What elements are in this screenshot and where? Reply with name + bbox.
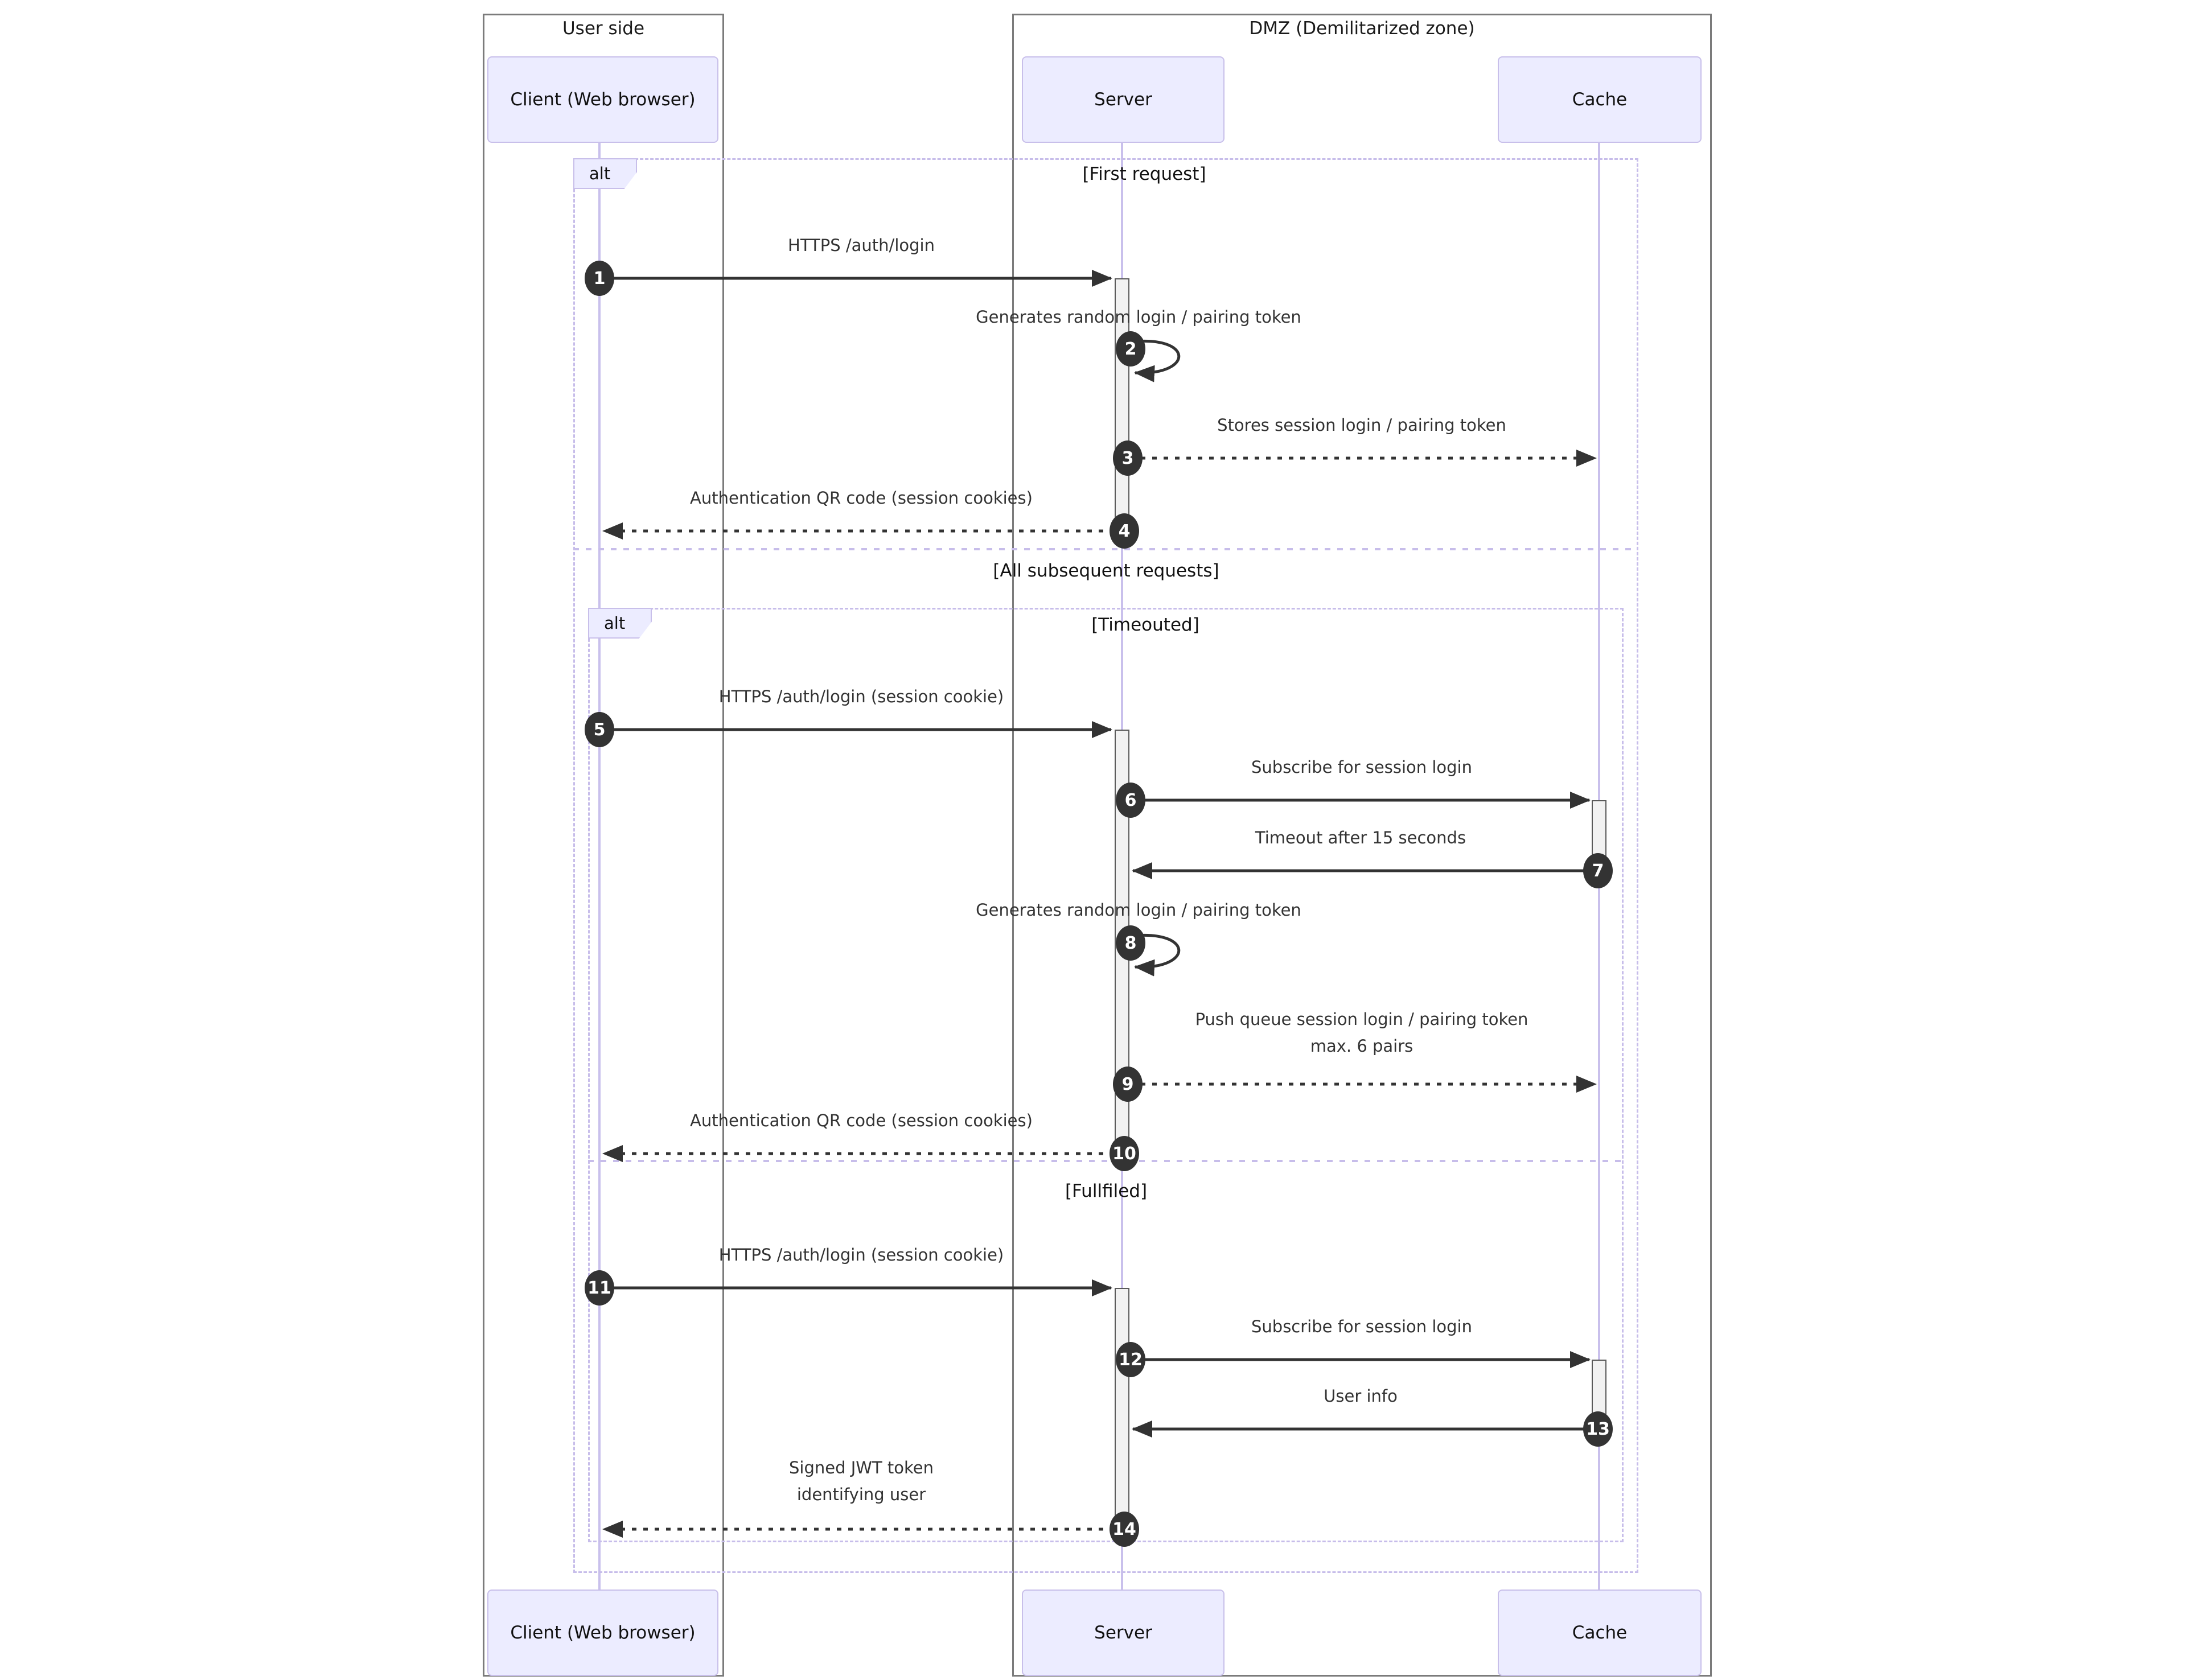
message-8-self-arrow — [1129, 934, 1181, 977]
message-4-badge: 4 — [1110, 513, 1139, 549]
message-3-label: Stores session login / pairing token — [1217, 415, 1506, 435]
message-9-badge: 9 — [1113, 1067, 1143, 1102]
message-5-badge: 5 — [585, 712, 614, 747]
message-12-badge: 12 — [1116, 1342, 1145, 1377]
message-6-label: Subscribe for session login — [1251, 757, 1473, 777]
alt-inner-divider — [588, 1160, 1624, 1162]
message-8-badge: 8 — [1116, 925, 1145, 961]
condition-timeouted: [Timeouted] — [1091, 615, 1199, 635]
group-user-side-title: User side — [562, 18, 645, 39]
message-2-self-arrow — [1129, 340, 1181, 382]
message-6-badge: 6 — [1116, 783, 1145, 818]
server-activation-3 — [1115, 1288, 1129, 1529]
message-13-label: User info — [1324, 1386, 1398, 1406]
actor-server-bottom: Server — [1022, 1590, 1225, 1676]
message-11-label: HTTPS /auth/login (session cookie) — [718, 1245, 1004, 1265]
message-14-badge: 14 — [1110, 1512, 1139, 1547]
message-4-label: Authentication QR code (session cookies) — [690, 488, 1033, 508]
message-10-label: Authentication QR code (session cookies) — [690, 1111, 1033, 1130]
message-3-badge: 3 — [1113, 440, 1143, 476]
actor-cache-bottom: Cache — [1498, 1590, 1702, 1676]
group-dmz-title: DMZ (Demilitarized zone) — [1249, 18, 1475, 39]
actor-client-bottom: Client (Web browser) — [487, 1590, 718, 1676]
condition-fullfiled: [Fullfiled] — [1065, 1181, 1148, 1201]
actor-server-top: Server — [1022, 56, 1225, 143]
alt-frame-inner — [588, 608, 1624, 1542]
condition-first-request: [First request] — [1082, 164, 1206, 184]
alt-frame-outer — [573, 158, 1638, 1573]
message-2-badge: 2 — [1116, 331, 1145, 367]
server-activation-1 — [1115, 278, 1129, 531]
message-5-label: HTTPS /auth/login (session cookie) — [718, 687, 1004, 706]
actor-cache-top: Cache — [1498, 56, 1702, 143]
message-9-label: Push queue session login / pairing token… — [1195, 1010, 1528, 1056]
message-13-badge: 13 — [1583, 1411, 1613, 1447]
lifeline-client — [598, 143, 601, 1590]
alt-frame-outer-label: alt — [573, 158, 637, 189]
alt-frame-inner-label: alt — [588, 608, 652, 639]
message-1-badge: 1 — [585, 261, 614, 296]
message-12-label: Subscribe for session login — [1251, 1317, 1473, 1336]
alt-outer-divider — [573, 548, 1638, 550]
message-7-badge: 7 — [1583, 853, 1613, 888]
message-7-label: Timeout after 15 seconds — [1255, 828, 1466, 847]
message-10-badge: 10 — [1110, 1136, 1139, 1171]
message-1-label: HTTPS /auth/login — [788, 236, 935, 255]
condition-all-subsequent: [All subsequent requests] — [993, 561, 1219, 581]
message-8-label: Generates random login / pairing token — [976, 900, 1301, 920]
message-2-label: Generates random login / pairing token — [976, 307, 1301, 327]
actor-client-top: Client (Web browser) — [487, 56, 718, 143]
message-11-badge: 11 — [585, 1270, 614, 1306]
